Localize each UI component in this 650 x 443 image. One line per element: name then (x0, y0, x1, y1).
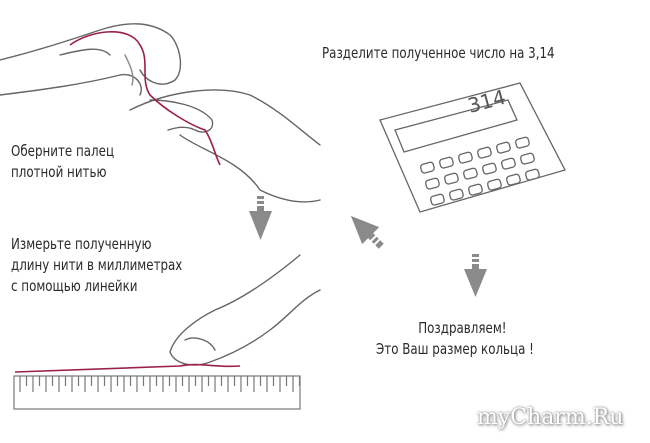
step-result-text: Поздравляем! Это Ваш размер кольца ! (376, 318, 534, 360)
step-result-line: Поздравляем! (418, 319, 507, 337)
calculator-key (520, 152, 535, 165)
calculator-key (430, 193, 445, 206)
step-divide-text: Разделите полученное число на 3,14 (322, 43, 555, 64)
calculator-key (449, 188, 464, 201)
ruler-illustration (13, 375, 301, 410)
calculator-key (439, 156, 454, 169)
step-divide-line: Разделите полученное число на 3,14 (322, 44, 555, 62)
calculator-key (487, 178, 502, 191)
hand-measuring-illustration (169, 254, 321, 366)
step-measure-line: с помощью линейки (11, 277, 138, 295)
step-measure-line: Измерьте полученную (11, 235, 152, 253)
step-wrap-line: плотной нитью (11, 163, 107, 181)
calculator-illustration (379, 82, 566, 213)
calculator-key (420, 161, 435, 174)
calculator-key (515, 136, 530, 149)
calculator-key (444, 172, 459, 185)
calculator-key (477, 146, 492, 159)
calculator-key (496, 141, 511, 154)
thread (69, 31, 221, 166)
calculator-key (468, 183, 483, 196)
watermark-logo: myCharm.Ru (477, 405, 624, 430)
step-result-line: Это Ваш размер кольца ! (376, 340, 534, 358)
calculator-key (425, 177, 440, 190)
thread-on-ruler (14, 363, 241, 373)
calculator-key (501, 157, 516, 170)
calculator-key (463, 167, 478, 180)
hands-wrapping-thread-illustration (0, 23, 321, 203)
step-measure-text: Измерьте полученную длину нити в миллиме… (11, 234, 182, 297)
step-wrap-line: Оберните палец (11, 142, 115, 160)
calculator-key (525, 168, 540, 181)
down-arrow-icon (249, 196, 272, 240)
calculator-key (458, 151, 473, 164)
step-measure-line: длину нити в миллиметрах (11, 256, 183, 274)
down-arrow-icon (464, 254, 487, 297)
step-wrap-text: Оберните палец плотной нитью (11, 141, 114, 183)
calculator-key (506, 173, 521, 186)
diagonal-arrow-icon (350, 215, 384, 249)
calculator-key (482, 162, 497, 175)
